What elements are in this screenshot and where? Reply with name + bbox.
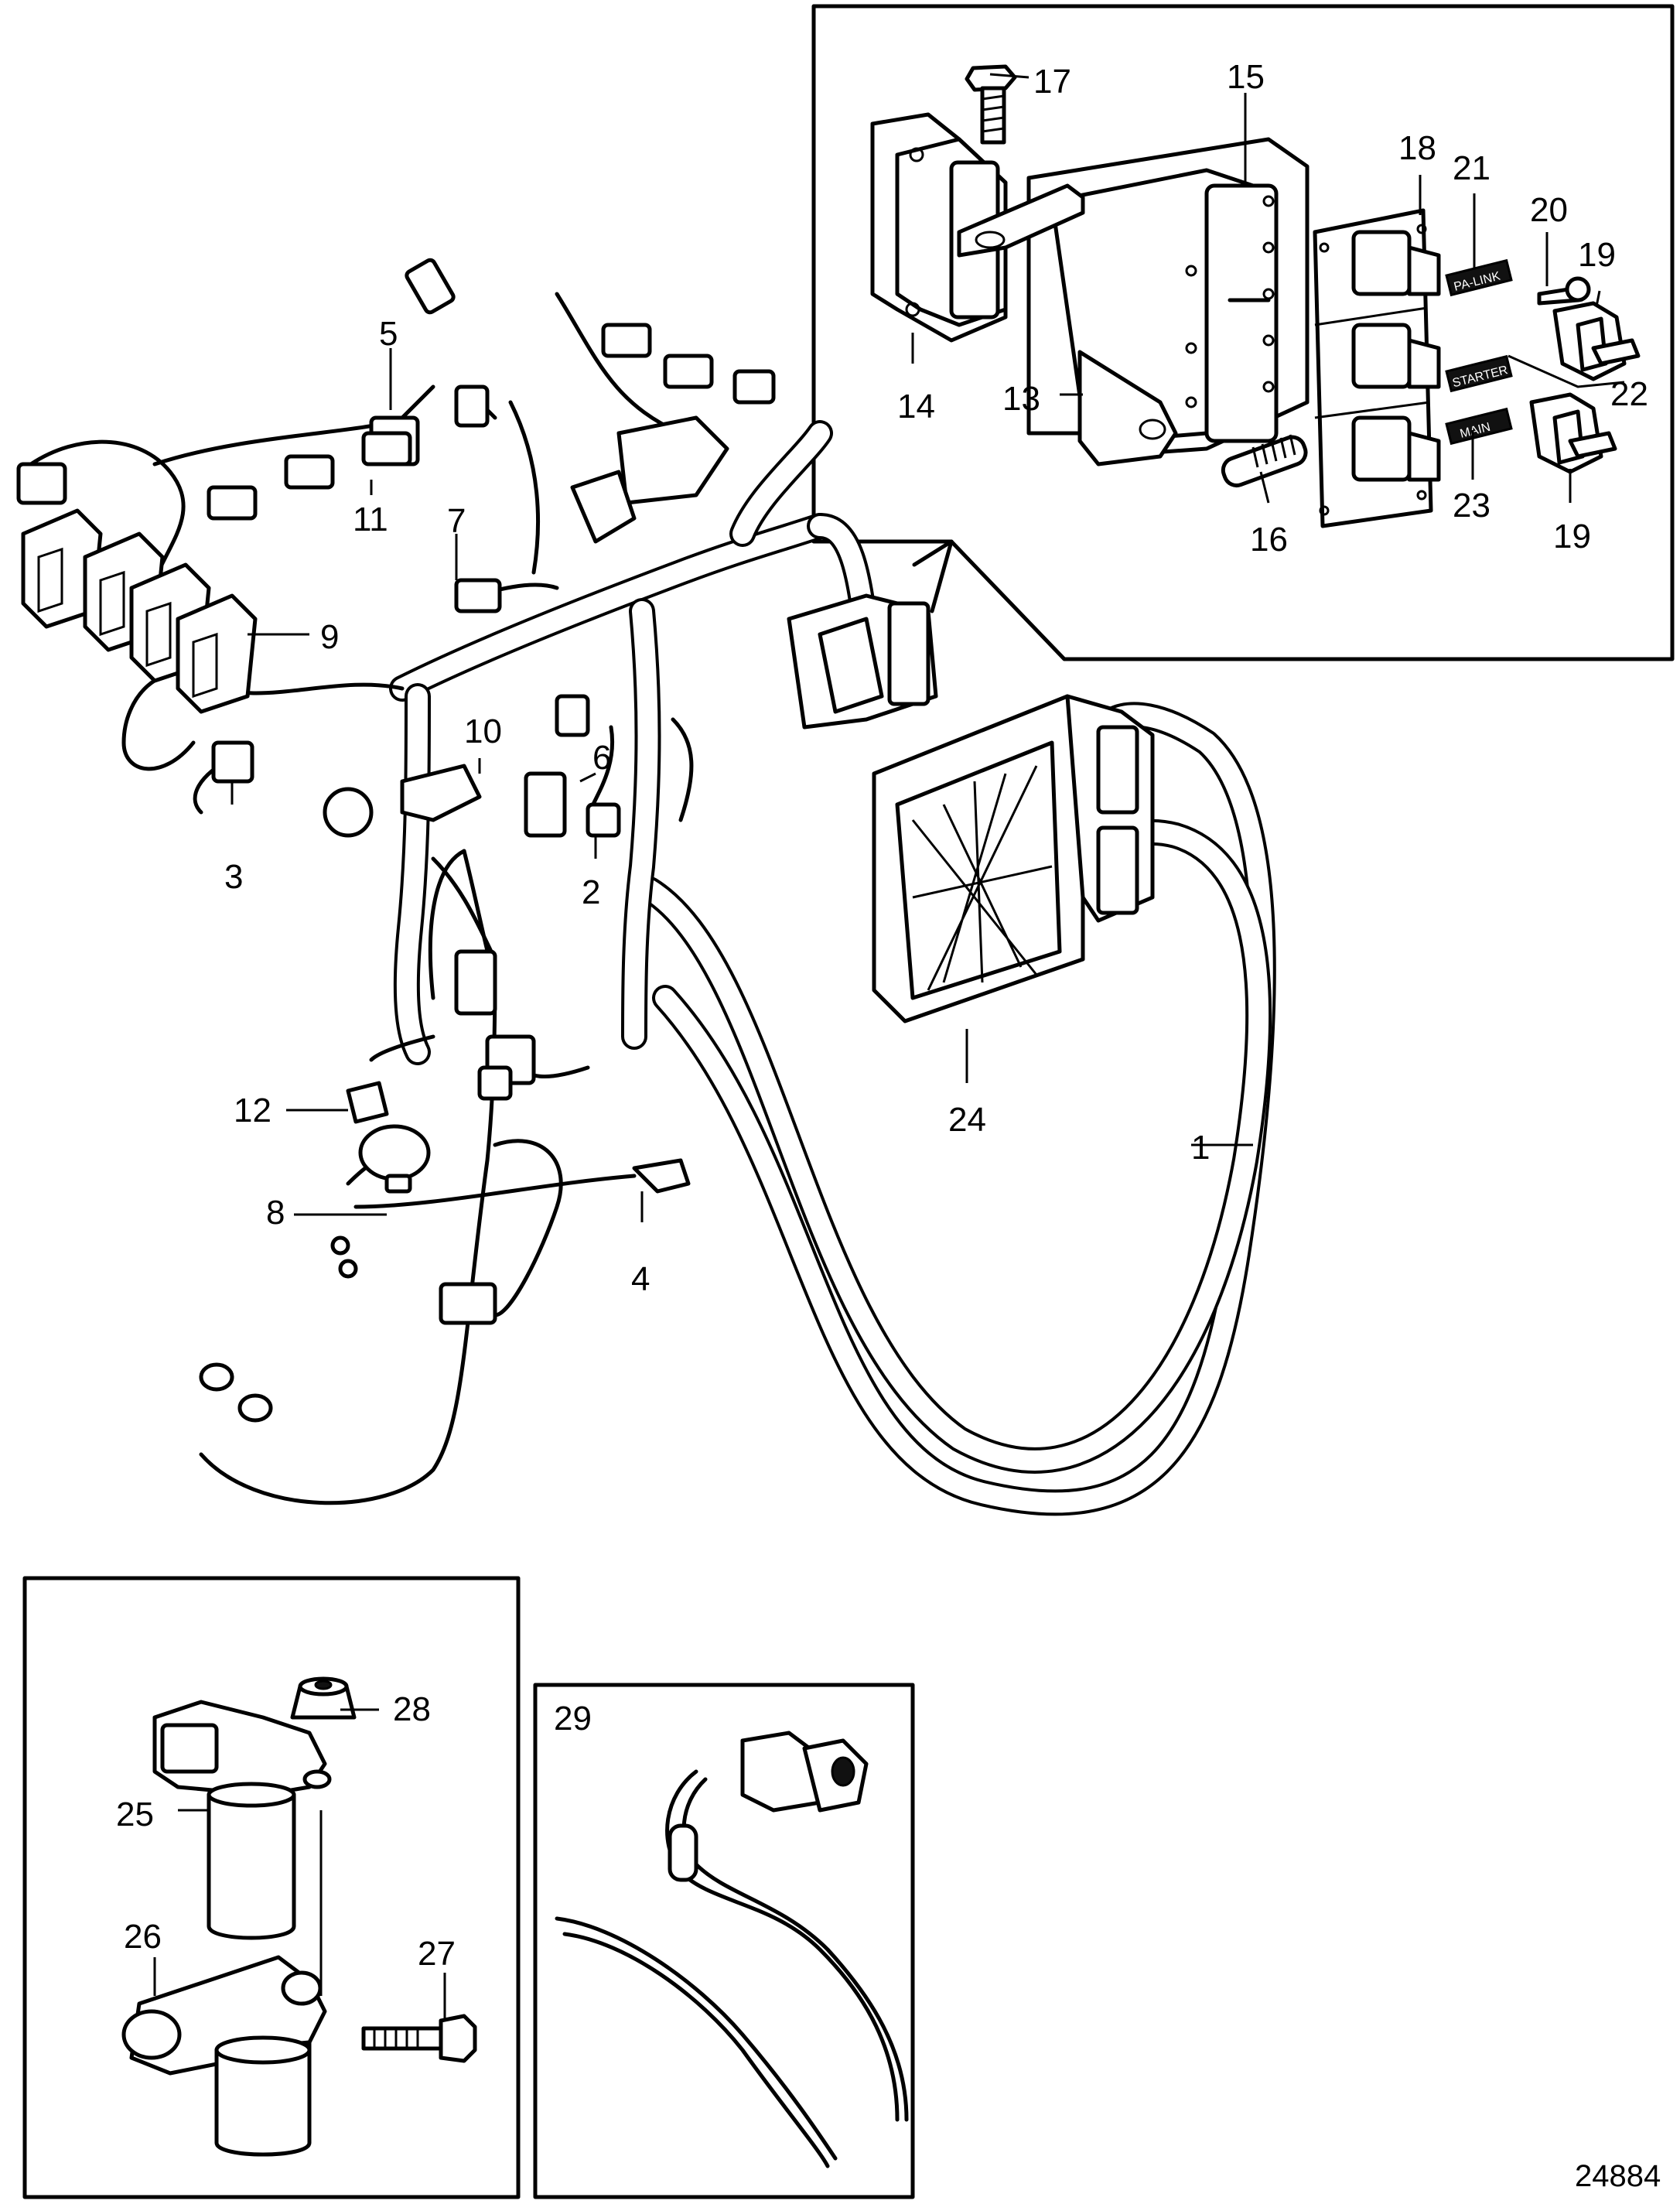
callout-9: 9 bbox=[320, 618, 339, 656]
callout-labels: 1 2 3 4 5 6 7 8 9 10 11 12 13 14 15 16 1… bbox=[116, 58, 1661, 2193]
callout-23: 23 bbox=[1453, 487, 1490, 525]
callout-6: 6 bbox=[592, 739, 611, 777]
relay-label-21: PA-LINK bbox=[1445, 258, 1513, 297]
bracket-26 bbox=[121, 1955, 327, 2157]
relay-label-23: MAIN bbox=[1445, 407, 1513, 446]
relay-panel-18 bbox=[1313, 208, 1441, 528]
bracket-13 bbox=[1077, 350, 1178, 466]
connector-6 bbox=[524, 771, 567, 838]
callout-4: 4 bbox=[631, 1260, 650, 1298]
callout-14: 14 bbox=[897, 388, 935, 425]
callout-7: 7 bbox=[447, 502, 466, 540]
detail-frame-cable bbox=[533, 1683, 915, 2199]
bolt-27 bbox=[361, 2014, 477, 2063]
detail-panel-sensor bbox=[22, 1576, 521, 2199]
connector-top-left bbox=[16, 462, 67, 505]
callout-11: 11 bbox=[353, 501, 388, 538]
callout-10: 10 bbox=[464, 712, 502, 750]
plug-29 bbox=[740, 1731, 869, 1813]
callout-8: 8 bbox=[266, 1194, 285, 1232]
sensor-8 bbox=[358, 1124, 431, 1181]
callout-15: 15 bbox=[1227, 58, 1265, 96]
connector-11 bbox=[361, 431, 412, 466]
connector-3 bbox=[211, 740, 254, 784]
bolt-17 bbox=[965, 64, 1017, 145]
callout-27: 27 bbox=[418, 1935, 456, 1973]
callout-16: 16 bbox=[1250, 521, 1288, 559]
callout-19b: 19 bbox=[1553, 518, 1591, 555]
callout-21: 21 bbox=[1453, 149, 1490, 187]
connector-4 bbox=[632, 1158, 691, 1194]
callout-12: 12 bbox=[234, 1092, 271, 1129]
multi-pin-connector bbox=[787, 593, 938, 730]
sensor-left bbox=[323, 787, 374, 838]
callout-18: 18 bbox=[1398, 129, 1436, 167]
callout-5: 5 bbox=[379, 315, 398, 353]
relay-block-9 bbox=[21, 508, 258, 714]
connector-bottom bbox=[439, 1282, 497, 1325]
detail-panel-relay-bracket: PA-LINK STARTER MAIN bbox=[811, 4, 1675, 661]
figure-number: 24884 bbox=[1575, 2159, 1661, 2193]
connector-2 bbox=[586, 802, 621, 838]
connector-top bbox=[405, 258, 456, 315]
detail-panel-cable-29 bbox=[533, 1683, 915, 2199]
relay-label-22: STARTER bbox=[1445, 354, 1513, 393]
main-wiring-harness bbox=[16, 258, 1276, 1516]
callout-22: 22 bbox=[1610, 375, 1648, 413]
callout-28: 28 bbox=[393, 1690, 431, 1728]
callout-13: 13 bbox=[1002, 380, 1040, 418]
connector-grommet bbox=[555, 694, 590, 737]
relay-19-bottom bbox=[1529, 392, 1617, 474]
bracket-14 bbox=[870, 112, 1008, 343]
sensor-25 bbox=[152, 1700, 332, 1940]
callout-26: 26 bbox=[124, 1918, 162, 1956]
callout-29: 29 bbox=[554, 1700, 592, 1738]
callout-19a: 19 bbox=[1578, 236, 1616, 274]
sensor-round bbox=[570, 470, 637, 544]
connector-12 bbox=[346, 1081, 389, 1124]
screw-16 bbox=[1221, 434, 1308, 488]
detail-frame-sensor bbox=[22, 1576, 521, 2199]
callout-20: 20 bbox=[1530, 191, 1568, 229]
connector-7 bbox=[454, 578, 502, 613]
relay-19-top bbox=[1552, 301, 1641, 381]
callout-3: 3 bbox=[224, 858, 243, 896]
callout-2: 2 bbox=[582, 873, 600, 911]
callout-1: 1 bbox=[1191, 1129, 1210, 1167]
connector-10 bbox=[400, 764, 482, 822]
callout-25: 25 bbox=[116, 1796, 154, 1833]
ecu-24 bbox=[872, 694, 1155, 1023]
cap-28 bbox=[290, 1676, 357, 1720]
callout-17: 17 bbox=[1033, 63, 1071, 101]
screw-20 bbox=[1537, 276, 1591, 306]
end-cap-2 bbox=[237, 1393, 273, 1423]
end-cap-1 bbox=[199, 1362, 234, 1392]
callout-24: 24 bbox=[948, 1101, 986, 1139]
